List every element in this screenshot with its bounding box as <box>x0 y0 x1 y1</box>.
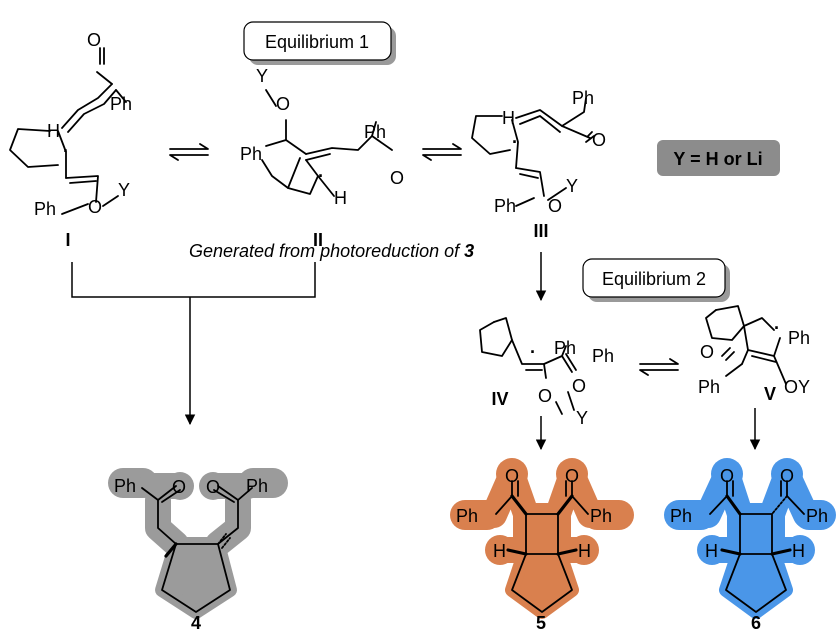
atom-Ph: Ph <box>110 94 132 114</box>
atom-Ph: Ph <box>364 122 386 142</box>
atom-OY: OY <box>784 377 810 397</box>
equilibrium-1-label: Equilibrium 1 <box>265 32 369 52</box>
atom-Y: Y <box>576 408 588 428</box>
atom-O: O <box>505 466 519 486</box>
atom-O: O <box>565 466 579 486</box>
atom-Ph: Ph <box>592 346 614 366</box>
intermediate-II: Y O Ph Ph O · H II <box>240 66 404 250</box>
radical-dot: · <box>63 141 69 161</box>
intermediate-IV: Ph Ph · O O Y IV <box>479 317 614 428</box>
product-6-label: 6 <box>751 613 761 633</box>
atom-H: H <box>792 541 805 561</box>
product-5-label: 5 <box>536 613 546 633</box>
caption-main: Generated from photoreduction of <box>189 241 464 261</box>
atom-Ph: Ph <box>554 338 576 358</box>
atom-H: H <box>334 188 347 208</box>
atom-Ph: Ph <box>698 377 720 397</box>
atom-O: O <box>700 342 714 362</box>
atom-O: O <box>172 477 186 497</box>
atom-Y: Y <box>566 176 578 196</box>
caption-ref: 3 <box>464 241 474 261</box>
atom-H: H <box>47 121 60 141</box>
atom-Ph: Ph <box>114 476 136 496</box>
atom-Ph: Ph <box>34 199 56 219</box>
product-4-label: 4 <box>191 613 201 633</box>
label-V: V <box>764 384 776 404</box>
bracket-to-product-4 <box>71 262 316 426</box>
radical-dot: · <box>318 166 324 186</box>
atom-H: H <box>705 541 718 561</box>
atom-Ph: Ph <box>670 506 692 526</box>
atom-Ph: Ph <box>246 476 268 496</box>
atom-O: O <box>88 197 102 217</box>
product-6: O O Ph Ph H H 6 <box>664 458 836 633</box>
label-II: II <box>313 230 323 250</box>
atom-Ph: Ph <box>590 506 612 526</box>
product-5: O O Ph Ph H H 5 <box>450 458 634 633</box>
label-I: I <box>65 230 70 250</box>
atom-Ph: Ph <box>572 88 594 108</box>
atom-O: O <box>276 94 290 114</box>
atom-O: O <box>720 466 734 486</box>
caption-text: Generated from photoreduction of 3 <box>189 241 474 261</box>
intermediate-III: Ph O H · Ph O Y III <box>471 88 606 241</box>
radical-dot: · <box>530 342 536 362</box>
equilibrium-1-box: Equilibrium 1 <box>243 21 396 65</box>
product-5-highlight <box>450 458 634 619</box>
atom-Ph: Ph <box>494 196 516 216</box>
atom-Ph: Ph <box>806 506 828 526</box>
label-III: III <box>533 221 548 241</box>
atom-O: O <box>548 196 562 216</box>
atom-O: O <box>780 466 794 486</box>
y-definition-text: Y = H or Li <box>673 149 762 169</box>
equilibrium-2-box: Equilibrium 2 <box>582 258 730 302</box>
atom-O: O <box>390 168 404 188</box>
equilibrium-arrow-1 <box>169 143 209 161</box>
label-IV: IV <box>491 389 508 409</box>
atom-O: O <box>206 477 220 497</box>
atom-O: O <box>87 30 101 50</box>
equilibrium-arrow-2 <box>422 143 462 161</box>
atom-O: O <box>538 386 552 406</box>
atom-H: H <box>502 108 515 128</box>
radical-dot: · <box>774 318 780 338</box>
intermediate-V: O Ph · Ph OY V <box>698 305 810 404</box>
product-4: Ph O O Ph 4 <box>108 468 288 633</box>
equilibrium-arrow-3 <box>639 358 679 376</box>
atom-Ph: Ph <box>456 506 478 526</box>
equilibrium-2-label: Equilibrium 2 <box>602 269 706 289</box>
atom-O: O <box>592 130 606 150</box>
y-definition-box: Y = H or Li <box>657 140 780 176</box>
atom-Y: Y <box>256 66 268 86</box>
atom-H: H <box>493 541 506 561</box>
atom-H: H <box>578 541 591 561</box>
atom-Ph: Ph <box>240 144 262 164</box>
radical-dot: · <box>512 132 518 152</box>
intermediate-I: O Ph H · Ph O Y I <box>9 30 132 250</box>
atom-Ph: Ph <box>788 328 810 348</box>
atom-Y: Y <box>118 180 130 200</box>
product-6-highlight <box>664 458 836 619</box>
atom-O: O <box>572 376 586 396</box>
